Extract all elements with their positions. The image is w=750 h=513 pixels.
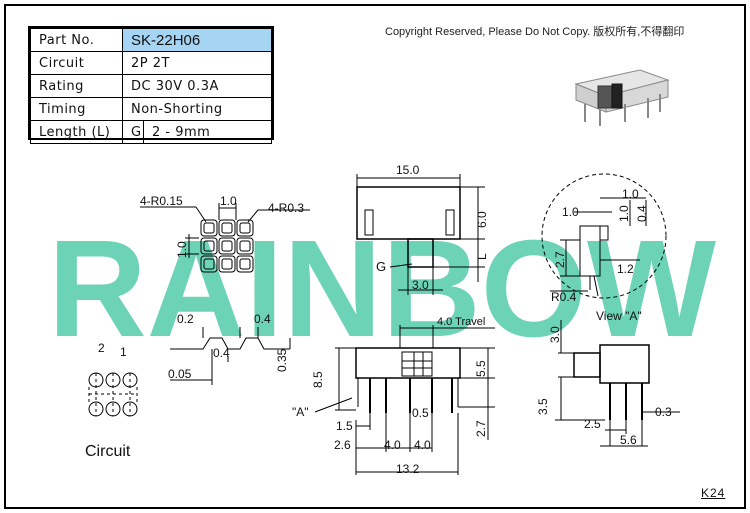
spec-value-range: 2 - 9mm: [143, 120, 272, 144]
dim-side-width: 5.6: [620, 433, 637, 447]
dim-profile-right: 0.4: [254, 312, 271, 326]
dim-detail-radius: R0.4: [551, 290, 577, 304]
dimension-labels: 15.0 6.0 L 3.0 G 4-R0.15 4-R0.3 1.0 1.0 …: [85, 163, 672, 476]
dim-detail-top-b: 1.0: [562, 205, 579, 219]
profile-view: [170, 327, 291, 385]
dim-side-pitch: 2.5: [584, 417, 601, 431]
circuit-pin-right: 1: [120, 345, 127, 359]
part-code: K24: [701, 486, 726, 500]
dim-detail-top-a: 1.0: [622, 187, 639, 201]
circuit-pin-left: 2: [98, 341, 105, 355]
dim-detail-side-b: 0.4: [635, 205, 649, 222]
dim-edge: 2.6: [334, 438, 351, 452]
dim-profile-height: 0.35: [275, 348, 289, 372]
dim-top-right-length: L: [475, 253, 489, 260]
dim-total-width: 13.2: [396, 462, 420, 476]
dim-side-lower: 3.5: [536, 398, 550, 415]
dim-pin-lead: 1.5: [336, 419, 353, 433]
side-view: [555, 320, 680, 447]
dim-pin-gap: 0.5: [412, 406, 429, 420]
spec-value: G: [122, 120, 144, 144]
spec-value: DC 30V 0.3A: [122, 74, 272, 98]
dim-pitch-a: 4.0: [384, 438, 401, 452]
dim-front-right-lower: 2.7: [474, 420, 488, 437]
dim-detail-height: 2.7: [553, 251, 567, 268]
spec-row-timing: Timing Non-Shorting: [30, 97, 272, 121]
marker-a: "A": [292, 405, 309, 419]
dim-gate-width: 3.0: [412, 278, 429, 292]
product-photo: [574, 69, 670, 126]
dim-travel: 4.0 Travel: [437, 316, 485, 328]
view-a-label: View "A": [596, 309, 642, 323]
top-view: [356, 174, 485, 295]
dim-detail-side-a: 1.0: [617, 205, 631, 222]
dim-radius-left: 4-R0.15: [140, 194, 183, 208]
dim-pitch-b: 4.0: [414, 438, 431, 452]
dim-detail-bottom: 1.2: [617, 262, 634, 276]
spec-row-rating: Rating DC 30V 0.3A: [30, 74, 272, 98]
spec-value: 2P 2T: [122, 51, 272, 75]
dim-side-lead: 0.3: [655, 405, 672, 419]
spec-label: Rating: [30, 74, 123, 98]
spec-label: Part No.: [30, 28, 123, 52]
spec-value-part-no: SK-22H06: [122, 28, 272, 52]
dim-grid-pitch: 1.0: [220, 194, 237, 208]
spec-row-length: Length (L) G 2 - 9mm: [30, 120, 272, 144]
spec-row-circuit: Circuit 2P 2T: [30, 51, 272, 75]
contact-grid: [140, 203, 310, 273]
spec-label: Length (L): [30, 120, 123, 144]
dim-side-top: 3.0: [548, 326, 562, 343]
spec-row-part-no: Part No. SK-22H06: [30, 28, 272, 52]
dim-profile-base: 0.05: [168, 367, 192, 381]
dim-top-right-height: 6.0: [475, 211, 489, 228]
dim-radius-right: 4-R0.3: [268, 201, 304, 215]
spec-table: Part No. SK-22H06 Circuit 2P 2T Rating D…: [28, 26, 274, 144]
spec-label: Circuit: [30, 51, 123, 75]
circuit-diagram: [88, 372, 138, 417]
watermark-text: RAINBOW: [48, 212, 717, 366]
front-view: [314, 325, 495, 475]
dim-profile-mid: 0.4: [213, 346, 230, 360]
view-a-detail: [541, 173, 667, 299]
dim-profile-left: 0.2: [177, 312, 194, 326]
dim-front-height: 8.5: [311, 371, 325, 388]
dim-gate-label: G: [376, 259, 386, 274]
dim-top-width: 15.0: [396, 163, 420, 177]
page-border: [4, 4, 746, 509]
dim-grid-side-pitch: 1.0: [175, 241, 189, 258]
dim-front-right-upper: 5.5: [474, 360, 488, 377]
spec-value: Non-Shorting: [122, 97, 272, 121]
spec-label: Timing: [30, 97, 123, 121]
circuit-label: Circuit: [85, 443, 131, 460]
copyright-notice: Copyright Reserved, Please Do Not Copy. …: [385, 26, 685, 38]
